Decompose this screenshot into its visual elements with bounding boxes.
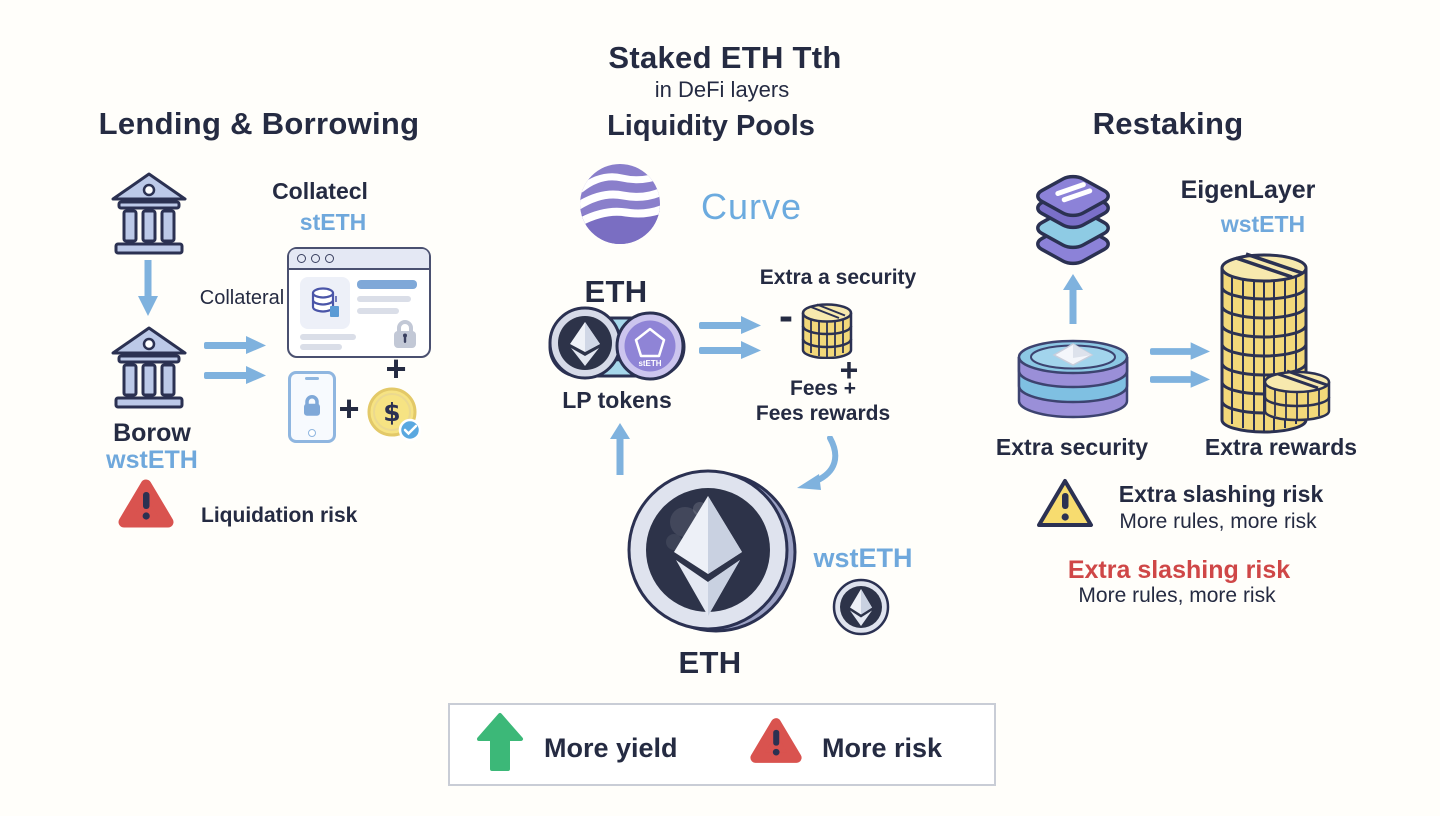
- phone-home-button: [308, 429, 316, 437]
- lp-token-pair-icon: stETH: [548, 306, 686, 381]
- minus-sign: -: [779, 292, 793, 339]
- warning-triangle-yellow-icon: [1037, 479, 1093, 527]
- slashing-risk-subtitle-2: More rules, more risk: [1078, 584, 1276, 607]
- right-arrow-icon: [1150, 370, 1210, 388]
- plus-sign: +: [385, 348, 407, 389]
- dollar-sign: $: [383, 398, 400, 427]
- coin-stack-icon: [1263, 369, 1331, 422]
- eigenlayer-icon: [1028, 166, 1118, 270]
- lock-icon: [394, 320, 416, 348]
- right-arrow-icon: [699, 341, 761, 359]
- fees-label-line1: Fees +: [790, 377, 856, 400]
- phone-icon: [288, 371, 336, 443]
- coin-stack-icon: [801, 303, 853, 359]
- eigenlayer-brand-label: EigenLayer: [1180, 176, 1316, 204]
- eth-label: ETH: [584, 274, 648, 309]
- more-risk-label: More risk: [822, 733, 943, 763]
- restaking-header: Restaking: [1092, 106, 1244, 141]
- borrow-label: Borow: [113, 419, 191, 447]
- plus-sign: +: [839, 352, 859, 388]
- lp-coin-label: stETH: [638, 359, 661, 368]
- eth-bottom-label: ETH: [678, 645, 742, 680]
- window-dot-icon: [311, 254, 320, 263]
- curved-arrow-icon: [797, 436, 839, 490]
- more-yield-label: More yield: [544, 733, 678, 763]
- eth-coin-small-icon: [832, 578, 890, 636]
- page-subtitle: in DeFi layers: [654, 77, 790, 102]
- text-line: [357, 296, 411, 302]
- collateral-caption: Collateral: [199, 287, 285, 309]
- text-line: [300, 344, 342, 350]
- text-line: [300, 334, 356, 340]
- wsteth-label: wstETH: [813, 543, 913, 573]
- fees-label-line2: Fees rewards: [755, 402, 891, 425]
- right-arrow-icon: [699, 316, 761, 334]
- extra-security-caption: Extra a security: [759, 266, 917, 289]
- liquidation-risk-label: Liquidation risk: [201, 504, 358, 527]
- eth-coin-large-icon: [627, 469, 797, 633]
- extra-rewards-label: Extra rewards: [1204, 434, 1358, 460]
- curve-brand-label: Curve: [701, 186, 803, 227]
- lending-app-window: [287, 247, 431, 358]
- plus-sign: +: [338, 388, 360, 429]
- slashing-risk-title-red: Extra slashing risk: [1067, 556, 1291, 584]
- right-arrow-icon: [204, 336, 266, 354]
- extra-security-label: Extra security: [995, 434, 1149, 460]
- collateral-title: Collatecl: [272, 178, 368, 204]
- right-arrow-icon: [1150, 342, 1210, 360]
- up-arrow-green-icon: [477, 713, 523, 771]
- up-arrow-icon: [610, 423, 630, 475]
- window-titlebar: [289, 249, 429, 270]
- page-title: Staked ETH Tth: [608, 40, 842, 75]
- legend-box: [448, 703, 996, 786]
- text-line: [357, 308, 399, 314]
- slashing-risk-subtitle: More rules, more risk: [1119, 510, 1317, 533]
- borrow-token-label: wstETH: [106, 446, 198, 474]
- bank-icon: [111, 172, 187, 255]
- staked-discs-icon: [1017, 339, 1129, 419]
- phone-speaker: [305, 377, 319, 380]
- collateral-token-label: stETH: [299, 209, 367, 235]
- down-arrow-icon: [138, 260, 158, 316]
- lp-tokens-label: LP tokens: [562, 387, 672, 413]
- token-tile: [300, 277, 350, 329]
- lending-header: Lending & Borrowing: [98, 106, 420, 141]
- dollar-coin-icon: $: [367, 387, 422, 442]
- warning-triangle-red-icon: [750, 718, 802, 763]
- right-arrow-icon: [204, 366, 266, 384]
- slashing-risk-title: Extra slashing risk: [1118, 481, 1324, 507]
- database-coins-icon: [311, 287, 339, 317]
- window-dot-icon: [325, 254, 334, 263]
- bank-icon: [111, 326, 187, 409]
- lock-icon: [304, 395, 320, 416]
- text-line-blue: [357, 280, 417, 289]
- up-arrow-icon: [1063, 274, 1083, 324]
- warning-triangle-red-icon: [118, 479, 174, 528]
- restaking-token-label: wstETH: [1220, 211, 1306, 237]
- liquidity-header: Liquidity Pools: [607, 110, 815, 142]
- window-dot-icon: [297, 254, 306, 263]
- curve-logo: [580, 164, 660, 244]
